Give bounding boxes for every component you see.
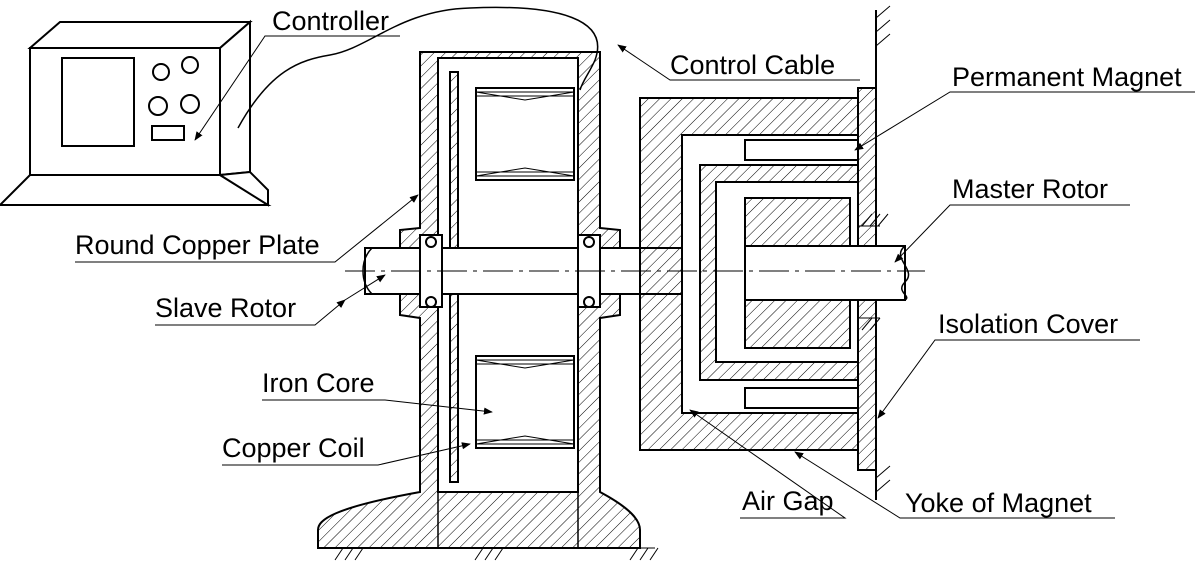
controller-button — [151, 125, 185, 141]
master-rotor — [744, 197, 910, 349]
controller-knob — [152, 63, 170, 81]
leader-lines — [75, 35, 1195, 519]
ground-hatch — [330, 547, 364, 561]
label-isolation-cover: Isolation Cover — [938, 309, 1118, 339]
label-control-cable: Control Cable — [670, 50, 835, 80]
ground-hatch — [470, 547, 504, 561]
label-copper-coil: Copper Coil — [222, 433, 365, 463]
label-air-gap: Air Gap — [742, 486, 834, 516]
label-master-rotor: Master Rotor — [952, 174, 1108, 204]
controller-screen — [61, 57, 135, 147]
label-round-copper-plate: Round Copper Plate — [75, 230, 320, 260]
label-iron-core: Iron Core — [262, 368, 375, 398]
label-controller: Controller — [272, 6, 389, 36]
controller-knob — [180, 94, 200, 114]
permanent-magnet — [744, 139, 859, 161]
fixed-wall — [858, 5, 891, 500]
label-permanent-magnet: Permanent Magnet — [952, 62, 1182, 92]
permanent-magnet — [744, 387, 859, 409]
controller-knob — [181, 56, 199, 74]
label-yoke-of-magnet: Yoke of Magnet — [905, 488, 1092, 518]
controller-knob — [148, 96, 168, 116]
controller-box — [0, 19, 272, 207]
upper-iron-core — [475, 87, 575, 181]
ground-hatch — [625, 547, 659, 561]
label-slave-rotor: Slave Rotor — [155, 293, 296, 323]
lower-iron-core — [475, 355, 575, 449]
